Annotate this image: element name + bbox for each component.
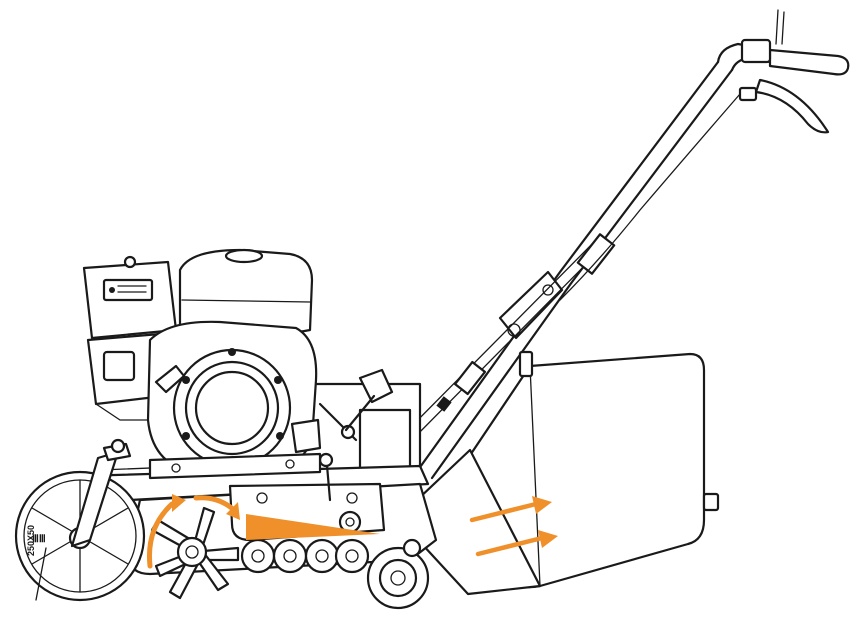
roller-discs (240, 538, 370, 574)
handle-icon (397, 9, 850, 480)
engine-icon (82, 248, 322, 480)
scarifier-rotor-icon (150, 506, 430, 610)
flow-arrow-icon (146, 494, 558, 569)
wheel-hub-label: ⅢⅢ (32, 534, 46, 545)
handle-label-plate (436, 360, 487, 412)
wheel-icon: 250X50 ⅢⅢ (14, 438, 146, 602)
wheel-size-label: 250X50 (26, 525, 36, 556)
collection-box-icon (396, 350, 720, 596)
